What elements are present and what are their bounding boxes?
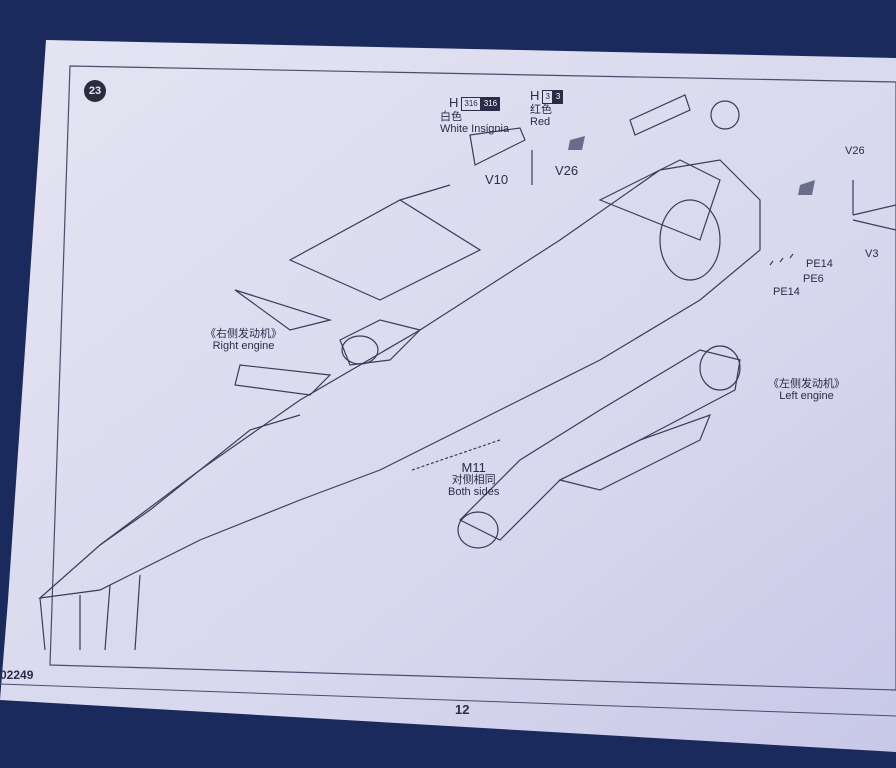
footer-rule [0, 683, 896, 717]
right-engine-note: 《右侧发动机》 Right engine [205, 328, 282, 352]
page-number: 12 [455, 702, 470, 717]
arrow-hints [568, 136, 815, 195]
left-engine-note: 《左侧发动机》 Left engine [768, 378, 845, 402]
paint-name-en: Red [530, 116, 551, 129]
paint-code: 3 [542, 90, 553, 105]
note-en: Left engine [779, 390, 834, 402]
paint-name-en: White Insignia [440, 123, 510, 136]
paint-name-cn: 白色 [440, 111, 462, 124]
note-cn: 《右侧发动机》 [205, 328, 282, 340]
note-en: Right engine [212, 340, 275, 352]
step-number-badge: 23 [84, 80, 106, 102]
part-v3: V3 [865, 248, 879, 260]
paint-code: 316 [480, 97, 501, 112]
paint-letter: H [530, 88, 540, 103]
aircraft-diagram [38, 94, 896, 651]
paint-code: 316 [461, 97, 481, 112]
paint-name-cn: 红色 [530, 104, 552, 117]
note-cn: 对侧相同 [451, 474, 496, 486]
paper-sheet [0, 40, 896, 752]
note-cn: 《左侧发动机》 [768, 378, 845, 390]
part-pe14: PE14 [773, 286, 800, 298]
part-pe14: PE14 [806, 258, 833, 270]
part-v10: V10 [485, 172, 509, 187]
part-v26: V26 [845, 145, 865, 157]
paint-letter: H [448, 95, 459, 110]
page-border [49, 65, 896, 691]
paint-code: 3 [552, 90, 564, 105]
m11-note: M11 对侧相同 Both sides [448, 460, 500, 498]
part-pe6: PE6 [803, 273, 824, 285]
part-m11: M11 [461, 460, 486, 475]
kit-code: 02249 [0, 668, 34, 682]
part-v26: V26 [555, 163, 579, 178]
note-en: Both sides [448, 486, 500, 498]
